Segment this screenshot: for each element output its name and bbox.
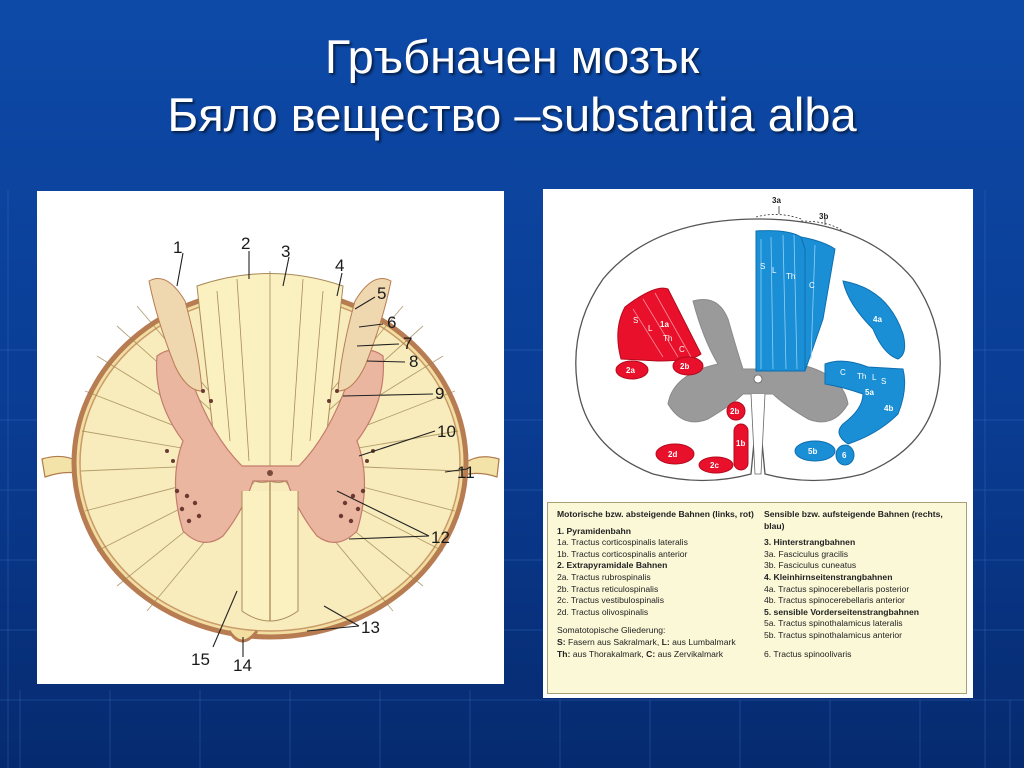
- legend-item: 3a. Fasciculus gracilis: [764, 548, 849, 559]
- label-2d: 2d: [668, 450, 677, 459]
- label-th-5a: Th: [857, 372, 866, 381]
- legend-item: 5b. Tractus spinothalamicus anterior: [764, 629, 903, 640]
- label-l-dorsal: L: [772, 266, 777, 275]
- label-2a: 2a: [626, 366, 635, 375]
- label-3: 3: [281, 242, 290, 261]
- label-4b: 4b: [884, 404, 893, 413]
- title-line-2: Бяло вещество –substantia alba: [167, 88, 857, 141]
- label-10: 10: [437, 422, 456, 441]
- label-5b: 5b: [808, 447, 817, 456]
- label-l-5a: L: [872, 373, 877, 382]
- legend-item: 5. sensible Vorderseitenstrangbahnen: [764, 606, 920, 617]
- label-6: 6: [842, 451, 847, 460]
- spinal-tracts-diagram: 3a 3b S L Th C S L Th C C Th L S 1a 2a 2…: [543, 189, 973, 698]
- legend-somato-line-1: S: Fasern aus Sakralmark, L: aus Lumbalm…: [557, 636, 736, 647]
- label-12: 12: [431, 528, 450, 547]
- label-5a: 5a: [865, 388, 874, 397]
- legend-item: 1b. Tractus corticospinalis anterior: [557, 548, 688, 559]
- legend-somato-title: Somatotopische Gliederung:: [557, 625, 666, 636]
- label-s-1a: S: [633, 316, 638, 325]
- label-2: 2: [241, 234, 250, 253]
- legend-item: 4. Kleinhirnseitenstrangbahnen: [764, 571, 893, 582]
- tracts-drawing: 3a 3b S L Th C S L Th C C Th L S 1a 2a 2…: [575, 196, 941, 482]
- label-11: 11: [457, 463, 475, 482]
- legend-motor-header: Motorische bzw. absteigende Bahnen (link…: [557, 509, 754, 519]
- label-c-5a: C: [840, 368, 846, 377]
- label-5: 5: [377, 284, 386, 303]
- label-c-1a: C: [679, 345, 685, 354]
- cross-section-drawing: 1 2 3 4 5 6 7 8 9 10 11 12 13 14 15: [41, 234, 500, 675]
- label-2b-lateral: 2b: [680, 362, 689, 371]
- label-2c: 2c: [710, 461, 719, 470]
- label-c-dorsal: C: [809, 281, 815, 290]
- label-1a: 1a: [660, 320, 669, 329]
- label-l-1a: L: [648, 324, 653, 333]
- label-4: 4: [335, 256, 344, 275]
- legend-item: 1. Pyramidenbahn: [557, 525, 632, 536]
- legend-sensory-header: Sensible bzw. aufsteigende Bahnen (recht…: [764, 509, 943, 531]
- legend-item-6: 6. Tractus spinoolivaris: [764, 648, 852, 659]
- spinal-cord-cross-section-figure: 1 2 3 4 5 6 7 8 9 10 11 12 13 14 15: [37, 191, 504, 684]
- legend-item: 3b. Fasciculus cuneatus: [764, 560, 857, 571]
- label-3b: 3b: [819, 212, 828, 221]
- label-13: 13: [361, 618, 380, 637]
- legend-item: 1a. Tractus corticospinalis lateralis: [557, 537, 688, 548]
- label-s-dorsal: S: [760, 262, 765, 271]
- label-th-dorsal: Th: [786, 272, 795, 281]
- label-s-5a: S: [881, 377, 886, 386]
- label-1: 1: [173, 238, 182, 257]
- label-8: 8: [409, 352, 418, 371]
- legend-item: 4a. Tractus spinocerebellaris posterior: [764, 583, 910, 594]
- legend-sensory-column: Sensible bzw. aufsteigende Bahnen (recht…: [764, 509, 964, 660]
- label-15: 15: [191, 650, 210, 669]
- legend-item: 2a. Tractus rubrospinalis: [557, 571, 651, 582]
- label-2b-medial: 2b: [730, 407, 739, 416]
- legend-item: 3. Hinterstrangbahnen: [764, 537, 856, 548]
- label-4a: 4a: [873, 315, 882, 324]
- label-th-1a: Th: [663, 334, 672, 343]
- legend-item: 2. Extrapyramidale Bahnen: [557, 560, 668, 571]
- tracts-legend: Motorische bzw. absteigende Bahnen (link…: [547, 502, 967, 694]
- slide-title: Гръбначен мозък Бяло вещество –substanti…: [0, 28, 1024, 144]
- legend-item: 5a. Tractus spinothalamicus lateralis: [764, 618, 903, 629]
- legend-motor-column: Motorische bzw. absteigende Bahnen (link…: [557, 509, 757, 660]
- label-3a: 3a: [772, 196, 781, 205]
- legend-item: 2d. Tractus olivospinalis: [557, 606, 649, 617]
- label-7: 7: [403, 334, 412, 353]
- legend-item: 2b. Tractus reticulospinalis: [557, 583, 659, 594]
- label-6: 6: [387, 313, 396, 332]
- legend-somato-line-2: Th: aus Thorakalmark, C: aus Zervikalmar…: [557, 648, 724, 659]
- label-14: 14: [233, 656, 252, 675]
- legend-item: 4b. Tractus spinocerebellaris anterior: [764, 595, 905, 606]
- label-9: 9: [435, 384, 444, 403]
- title-line-1: Гръбначен мозък: [324, 30, 700, 83]
- label-1b: 1b: [736, 439, 745, 448]
- legend-item: 2c. Tractus vestibulospinalis: [557, 595, 664, 606]
